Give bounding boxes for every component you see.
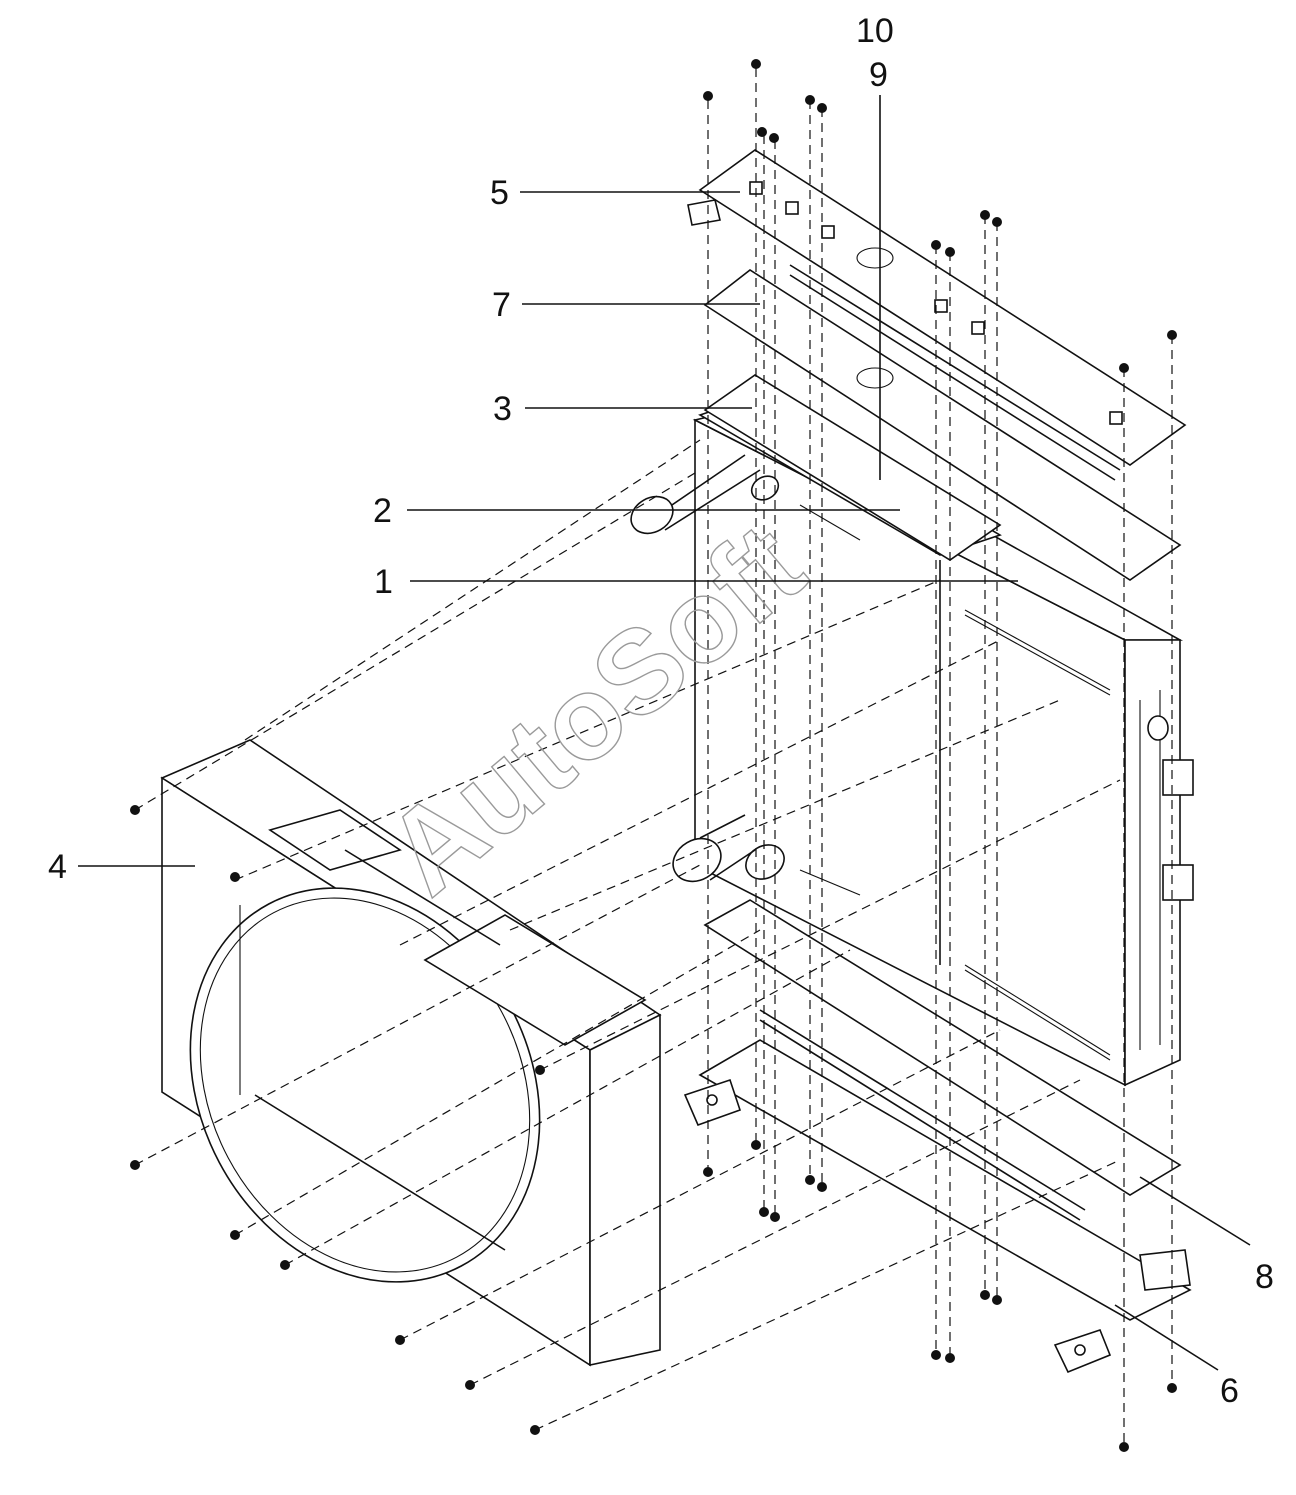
assembly-guide-lines: [134, 68, 1173, 1445]
plate-8: [703, 899, 1182, 1196]
callout-2: 2: [373, 492, 392, 530]
callout-10: 10: [856, 12, 894, 50]
callout-1: 1: [374, 563, 393, 601]
callout-7: 7: [492, 286, 511, 324]
callout-3: 3: [493, 390, 512, 428]
callout-6: 6: [1220, 1372, 1239, 1410]
callout-9: 9: [869, 56, 888, 94]
plate-7: [703, 269, 1182, 581]
bottom-bracket-6: [683, 1009, 1192, 1374]
top-bracket-5: [687, 149, 1187, 481]
callout-leaders: [78, 95, 1251, 1371]
callout-5: 5: [490, 174, 509, 212]
fasteners: [130, 59, 1177, 1452]
fan-shroud: [160, 739, 662, 1367]
callout-labels: 1 2 3 4 5 6 7 8 9 10: [48, 12, 1274, 1410]
callout-4: 4: [48, 848, 67, 886]
callout-8: 8: [1255, 1258, 1274, 1296]
